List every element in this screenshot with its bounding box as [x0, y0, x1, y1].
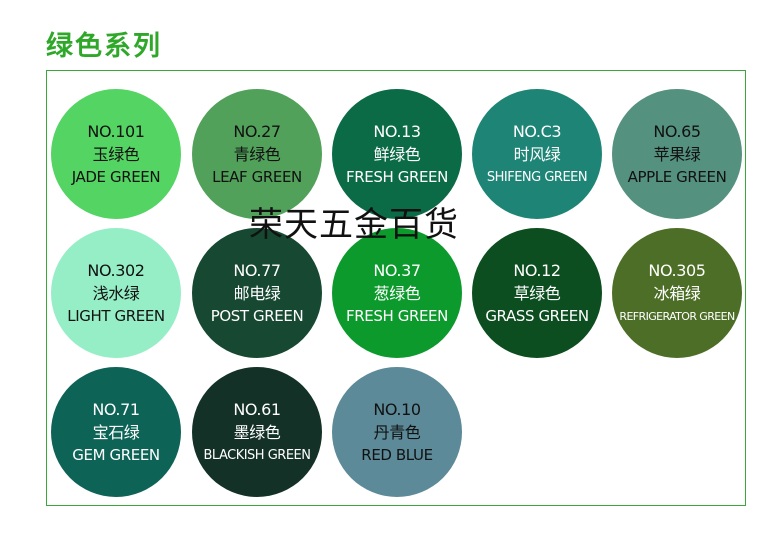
swatch-code: NO.61 — [233, 399, 281, 419]
swatch-code: NO.71 — [92, 399, 140, 419]
swatch-chinese-name: 青绿色 — [233, 144, 281, 164]
swatch-english-name: FRESH GREEN — [346, 167, 448, 186]
swatch-chinese-name: 鲜绿色 — [373, 144, 421, 164]
swatch-chinese-name: 冰箱绿 — [653, 283, 701, 303]
swatch-code: NO.65 — [653, 121, 701, 141]
color-swatch-apple-green: NO.65 苹果绿 APPLE GREEN — [612, 89, 742, 219]
color-swatch-red-blue: NO.10 丹青色 RED BLUE — [332, 367, 462, 497]
swatch-code: NO.302 — [87, 260, 145, 280]
swatch-code: NO.101 — [87, 121, 145, 141]
swatch-english-name: RED BLUE — [361, 445, 433, 464]
swatch-panel: NO.101 玉绿色 JADE GREEN NO.27 青绿色 LEAF GRE… — [46, 70, 746, 506]
swatch-english-name: BLACKISH GREEN — [203, 447, 311, 463]
swatch-chinese-name: 宝石绿 — [92, 422, 140, 442]
swatch-english-name: JADE GREEN — [71, 167, 161, 186]
swatch-chinese-name: 玉绿色 — [92, 144, 140, 164]
swatch-chinese-name: 时风绿 — [513, 144, 561, 164]
swatch-code: NO.305 — [648, 260, 706, 280]
swatch-english-name: GEM GREEN — [72, 445, 160, 464]
color-swatch-light-green: NO.302 浅水绿 LIGHT GREEN — [51, 228, 181, 358]
color-swatch-leaf-green: NO.27 青绿色 LEAF GREEN — [192, 89, 322, 219]
color-swatch-jade-green: NO.101 玉绿色 JADE GREEN — [51, 89, 181, 219]
swatch-chinese-name: 葱绿色 — [373, 283, 421, 303]
swatch-chinese-name: 浅水绿 — [92, 283, 140, 303]
color-swatch-refrigerator-green: NO.305 冰箱绿 REFRIGERATOR GREEN — [612, 228, 742, 358]
swatch-code: NO.13 — [373, 121, 421, 141]
swatch-english-name: SHIFENG GREEN — [486, 169, 588, 185]
swatch-english-name: GRASS GREEN — [485, 306, 589, 325]
swatch-chinese-name: 邮电绿 — [233, 283, 281, 303]
swatch-chinese-name: 丹青色 — [373, 422, 421, 442]
swatch-code: NO.12 — [513, 260, 561, 280]
color-swatch-grass-green: NO.12 草绿色 GRASS GREEN — [472, 228, 602, 358]
color-swatch-gem-green: NO.71 宝石绿 GEM GREEN — [51, 367, 181, 497]
swatch-code: NO.77 — [233, 260, 281, 280]
color-swatch-shifeng-green: NO.C3 时风绿 SHIFENG GREEN — [472, 89, 602, 219]
page-title: 绿色系列 — [46, 31, 162, 62]
swatch-chinese-name: 墨绿色 — [233, 422, 281, 442]
swatch-english-name: POST GREEN — [210, 306, 304, 325]
swatch-code: NO.27 — [233, 121, 281, 141]
swatch-chinese-name: 草绿色 — [513, 283, 561, 303]
color-swatch-post-green: NO.77 邮电绿 POST GREEN — [192, 228, 322, 358]
swatch-code: NO.10 — [373, 399, 421, 419]
swatch-english-name: FRESH GREEN — [346, 306, 448, 325]
swatch-chinese-name: 苹果绿 — [653, 144, 701, 164]
swatch-code: NO.37 — [373, 260, 421, 280]
swatch-english-name: LEAF GREEN — [212, 167, 302, 186]
swatch-english-name: APPLE GREEN — [627, 167, 727, 186]
swatch-english-name: LIGHT GREEN — [67, 306, 165, 325]
swatch-english-name: REFRIGERATOR GREEN — [619, 309, 735, 323]
color-swatch-blackish-green: NO.61 墨绿色 BLACKISH GREEN — [192, 367, 322, 497]
swatch-code: NO.C3 — [512, 121, 562, 141]
color-swatch-fresh-green: NO.13 鲜绿色 FRESH GREEN — [332, 89, 462, 219]
color-swatch-scallion-green: NO.37 葱绿色 FRESH GREEN — [332, 228, 462, 358]
